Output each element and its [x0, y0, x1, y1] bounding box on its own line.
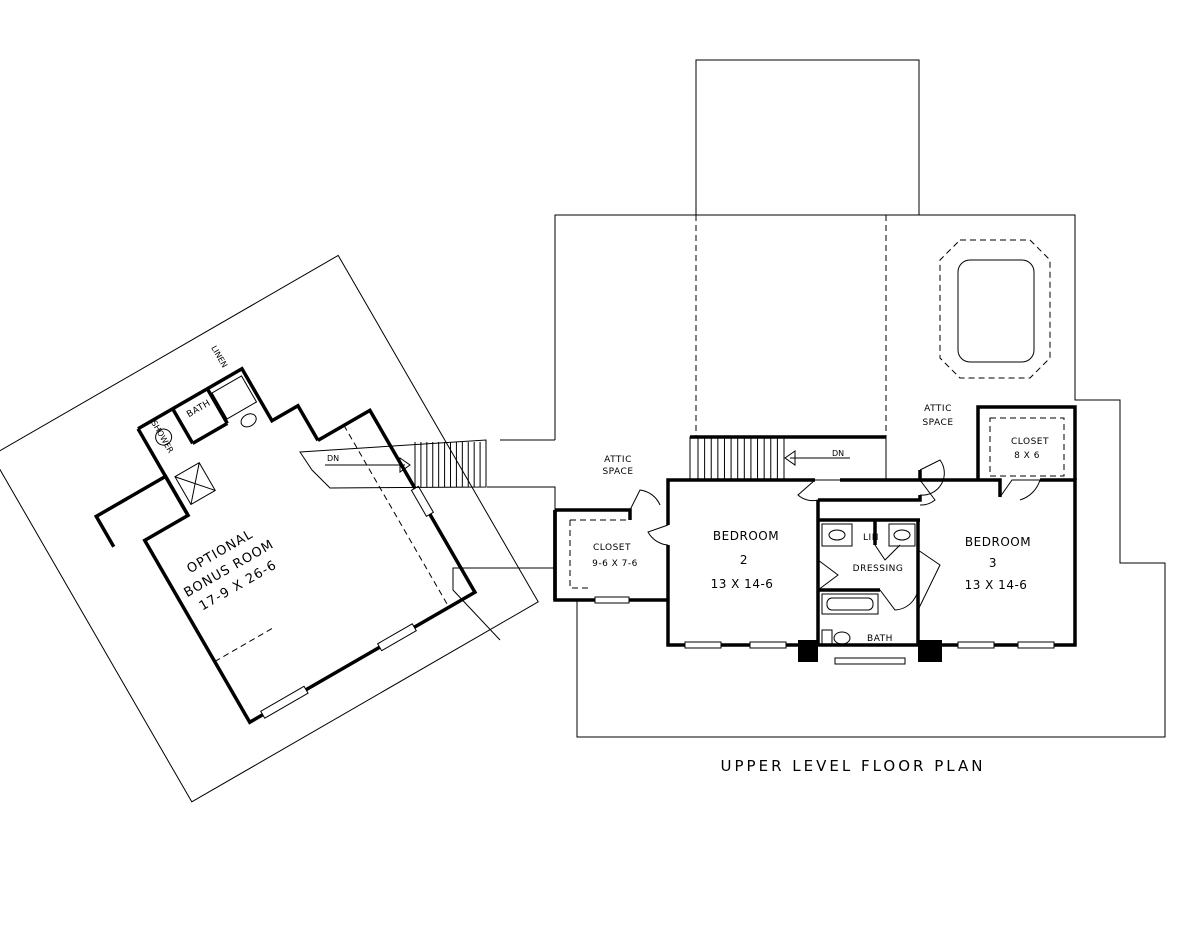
linen-label: LIN [863, 533, 879, 543]
dressing-label: DRESSING [853, 564, 904, 574]
bath-label: BATH [867, 634, 893, 644]
bath-fixtures [821, 523, 916, 647]
main-stairs: DN [689, 436, 887, 481]
plan-title: UPPER LEVEL FLOOR PLAN [721, 757, 986, 775]
closet-left-label: CLOSET [593, 543, 631, 553]
bonus-linen-label: LINEN [209, 344, 229, 369]
attic-left-label-2: SPACE [602, 467, 633, 477]
bedroom2-label: BEDROOM [713, 529, 779, 543]
attic-right-label-1: ATTIC [924, 404, 952, 414]
attic-right-label-2: SPACE [922, 418, 953, 428]
stair-dn-label-left: DN [327, 454, 339, 463]
stair-dn-label-right: DN [832, 449, 844, 458]
bedroom3-number: 3 [989, 556, 997, 570]
tray-ceiling-icon [939, 239, 1051, 379]
windows [594, 596, 1055, 665]
bedroom2-size: 13 X 14-6 [711, 577, 774, 591]
doors [629, 459, 1041, 611]
closet-right-size: 8 X 6 [1014, 451, 1040, 461]
bedroom3-label: BEDROOM [965, 535, 1031, 549]
closet-right-label: CLOSET [1011, 437, 1049, 447]
bonus-wing [0, 254, 539, 803]
attic-left-label-1: ATTIC [604, 455, 632, 465]
bonus-stairs: DN [299, 439, 487, 489]
closet-left-size: 9-6 X 7-6 [592, 559, 638, 569]
bonus-bath-label: BATH [185, 398, 212, 420]
bedroom2-number: 2 [740, 553, 748, 567]
roof-outline [452, 59, 1166, 738]
bedroom3-size: 13 X 14-6 [965, 578, 1028, 592]
main-labels: ATTIC SPACE ATTIC SPACE CLOSET 9-6 X 7-6… [592, 404, 1049, 644]
